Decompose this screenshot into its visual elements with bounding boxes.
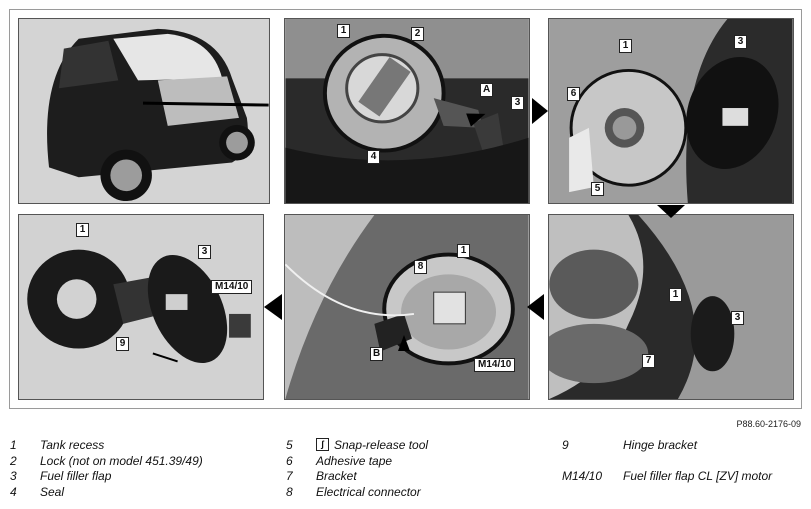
- panel-connector-removal: [284, 214, 530, 400]
- callout-1: 1: [669, 288, 682, 302]
- callout-m14-10: M14/10: [474, 358, 516, 372]
- step-arrow-left-icon: [527, 294, 544, 320]
- flap-mounted-illustration: [549, 215, 793, 399]
- car-illustration: [19, 19, 269, 203]
- step-arrow-down-icon: [657, 205, 685, 218]
- figure-reference-code: P88.60-2176-09: [736, 419, 801, 429]
- panel-flap-mounted: [548, 214, 794, 400]
- snap-release-tool-icon: ʃ: [316, 438, 329, 451]
- callout-5: 5: [591, 182, 604, 196]
- parts-exploded-illustration: [19, 215, 263, 399]
- callout-3: 3: [731, 311, 744, 325]
- callout-9: 9: [116, 337, 129, 351]
- callout-7: 7: [642, 354, 655, 368]
- callout-m14-10: M14/10: [211, 280, 253, 294]
- callout-1: 1: [619, 39, 632, 53]
- callout-b: B: [370, 347, 384, 361]
- callout-8: 8: [414, 260, 427, 274]
- connector-removal-illustration: [285, 215, 529, 399]
- lock-removal-illustration: [285, 19, 529, 203]
- callout-4: 4: [367, 150, 380, 164]
- panel-car-overview: [18, 18, 270, 204]
- callout-1: 1: [457, 244, 470, 258]
- direction-arrow-icon: [398, 335, 410, 351]
- callout-2: 2: [411, 27, 424, 41]
- flap-release-illustration: [549, 19, 793, 203]
- panel-lock-removal: [284, 18, 530, 204]
- step-arrow-left-icon: [264, 294, 282, 320]
- callout-3: 3: [734, 35, 747, 49]
- callout-3: 3: [198, 245, 211, 259]
- callout-3: 3: [511, 96, 524, 110]
- callout-1: 1: [337, 24, 350, 38]
- callout-1: 1: [76, 223, 89, 237]
- panel-flap-release: [548, 18, 794, 204]
- callout-6: 6: [567, 87, 580, 101]
- step-arrow-right-icon: [532, 98, 548, 124]
- panel-parts-exploded: [18, 214, 264, 400]
- callout-a: A: [480, 83, 494, 97]
